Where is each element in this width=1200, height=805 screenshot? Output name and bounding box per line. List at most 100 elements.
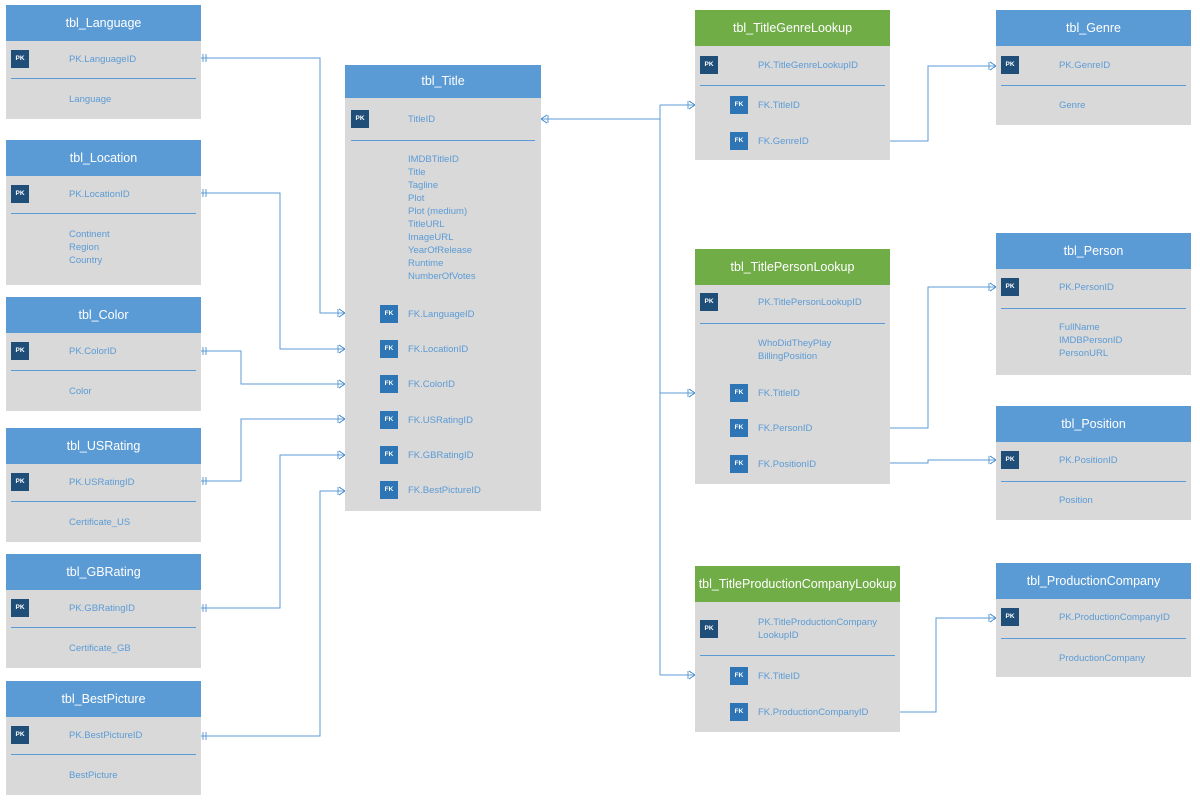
table-bestpicture-title: tbl_BestPicture <box>6 681 201 717</box>
pk-field: PK.LanguageID <box>69 54 137 65</box>
pk-badge: PK <box>11 473 29 491</box>
rel-language-title <box>201 57 345 314</box>
many-marker <box>338 418 346 424</box>
table-position: tbl_Position PK PK.PositionID Position <box>996 406 1191 520</box>
fk-badge: FK <box>380 411 398 429</box>
fk-field-genreid: FK.GenreID <box>758 136 809 147</box>
table-color: tbl_Color PK PK.ColorID Color <box>6 297 201 411</box>
pk-field: TitleID <box>408 114 436 125</box>
pk-field-line-1: PK.TitleProductionCompany <box>758 617 877 628</box>
field-whodidtheyplay: WhoDidTheyPlay <box>758 338 832 349</box>
table-gbrating: tbl_GBRating PK PK.GBRatingID Certificat… <box>6 554 201 668</box>
field-divider <box>11 501 196 502</box>
field-divider <box>700 655 895 656</box>
pk-field: PK.LocationID <box>69 189 130 200</box>
rel-productioncompany-lookup <box>900 617 996 713</box>
many-marker <box>989 617 997 623</box>
many-marker <box>338 383 346 389</box>
many-marker <box>688 100 696 106</box>
fk-badge: FK <box>730 703 748 721</box>
rel-gbrating-title <box>201 454 345 609</box>
field-plot-medium: Plot (medium) <box>408 206 468 217</box>
table-title: tbl_Title PK TitleID IMDBTitleID Title T… <box>345 65 541 511</box>
rel-usrating-title <box>201 418 345 482</box>
pk-badge: PK <box>700 56 718 74</box>
fk-field-gbratingid: FK.GBRatingID <box>408 450 474 461</box>
many-marker <box>338 490 346 496</box>
field-divider <box>700 85 885 86</box>
field-region: Region <box>69 242 100 253</box>
fk-field-productioncompanyid: FK.ProductionCompanyID <box>758 707 869 718</box>
field-yearofrelease: YearOfRelease <box>408 245 473 256</box>
fk-field-positionid: FK.PositionID <box>758 459 817 470</box>
pk-badge: PK <box>1001 56 1019 74</box>
fk-badge: FK <box>730 419 748 437</box>
table-color-title: tbl_Color <box>6 297 201 333</box>
many-marker <box>989 455 997 461</box>
table-titleproductioncompanylookup-title: tbl_TitleProductionCompanyLookup <box>695 566 900 602</box>
pk-badge: PK <box>700 620 718 638</box>
table-titlegenrelookup-title: tbl_TitleGenreLookup <box>695 10 890 46</box>
field-imageurl: ImageURL <box>408 232 454 243</box>
fk-badge: FK <box>730 132 748 150</box>
field-color: Color <box>69 386 92 397</box>
table-productioncompany-title: tbl_ProductionCompany <box>996 563 1191 599</box>
table-title-title: tbl_Title <box>345 65 541 98</box>
field-billingposition: BillingPosition <box>758 351 818 362</box>
pk-badge: PK <box>11 599 29 617</box>
pk-badge: PK <box>700 293 718 311</box>
pk-badge: PK <box>11 342 29 360</box>
rel-color-title <box>201 350 345 385</box>
many-marker <box>338 344 346 350</box>
many-marker <box>338 348 346 354</box>
many-marker <box>989 613 997 619</box>
pk-badge: PK <box>11 185 29 203</box>
rel-title-trunk <box>541 118 661 675</box>
many-marker <box>688 392 696 398</box>
pk-field: PK.BestPictureID <box>69 730 143 741</box>
field-bestpicture: BestPicture <box>69 770 118 781</box>
table-genre: tbl_Genre PK PK.GenreID Genre <box>996 10 1191 125</box>
table-titlepersonlookup-title: tbl_TitlePersonLookup <box>695 249 890 285</box>
fk-badge: FK <box>730 96 748 114</box>
fk-field-titleid: FK.TitleID <box>758 388 800 399</box>
table-gbrating-title: tbl_GBRating <box>6 554 201 590</box>
field-imdbpersonid: IMDBPersonID <box>1059 335 1123 346</box>
field-divider <box>11 627 196 628</box>
table-titlepersonlookup: tbl_TitlePersonLookup PK PK.TitlePersonL… <box>695 249 890 484</box>
many-marker <box>989 65 997 71</box>
table-titlegenrelookup: tbl_TitleGenreLookup PK PK.TitleGenreLoo… <box>695 10 890 160</box>
table-genre-title: tbl_Genre <box>996 10 1191 46</box>
pk-field: PK.TitlePersonLookupID <box>758 297 862 308</box>
fk-badge: FK <box>730 455 748 473</box>
field-divider <box>1001 638 1186 639</box>
field-continent: Continent <box>69 229 110 240</box>
fk-badge: FK <box>380 340 398 358</box>
fk-field-locationid: FK.LocationID <box>408 344 469 355</box>
pk-badge: PK <box>1001 608 1019 626</box>
fk-field-titleid: FK.TitleID <box>758 100 800 111</box>
field-language: Language <box>69 94 112 105</box>
field-position: Position <box>1059 495 1093 506</box>
pk-badge: PK <box>11 50 29 68</box>
many-marker <box>989 459 997 465</box>
field-personurl: PersonURL <box>1059 348 1109 359</box>
fk-field-usratingid: FK.USRatingID <box>408 415 473 426</box>
fk-badge: FK <box>730 384 748 402</box>
pk-field: PK.USRatingID <box>69 477 135 488</box>
field-plot: Plot <box>408 193 425 204</box>
many-marker <box>338 486 346 492</box>
field-divider <box>1001 308 1186 309</box>
rel-location-title <box>201 192 345 350</box>
fk-badge: FK <box>380 305 398 323</box>
many-marker <box>688 674 696 680</box>
field-country: Country <box>69 255 103 266</box>
field-title: Title <box>408 167 426 178</box>
many-marker <box>688 104 696 110</box>
many-marker <box>338 379 346 385</box>
field-certificate-gb: Certificate_GB <box>69 643 131 654</box>
many-marker <box>989 61 997 67</box>
table-person-title: tbl_Person <box>996 233 1191 269</box>
rel-person-lookup <box>890 286 996 429</box>
